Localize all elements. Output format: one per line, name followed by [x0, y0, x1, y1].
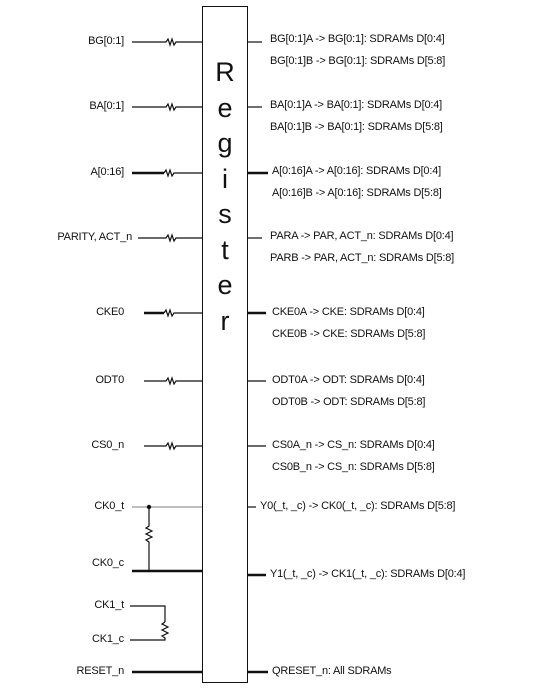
input-label-ck1-c: CK1_c [91, 633, 124, 645]
output-label-bg-a: BG[0:1]A -> BG[0:1]: SDRAMs D[0:4] [270, 33, 445, 45]
parity-input-wire [138, 233, 202, 243]
output-label-y0: Y0(_t, _c) -> CK0(_t, _c): SDRAMs D[5:8] [260, 500, 456, 512]
ck1-t-wire [130, 605, 166, 622]
input-label-bg: BG[0:1] [88, 35, 124, 47]
output-label-parity-a: PARA -> PAR, ACT_n: SDRAMs D[0:4] [270, 230, 454, 242]
output-label-ba-a: BA[0:1]A -> BA[0:1]: SDRAMs D[0:4] [270, 99, 443, 111]
input-label-parity: PARITY, ACT_n [57, 231, 132, 243]
cs-input-wire [144, 441, 202, 451]
output-label-bg-b: BG[0:1]B -> BG[0:1]: SDRAMs D[5:8] [270, 55, 446, 67]
input-label-ck0-t: CK0_t [94, 500, 124, 512]
a-input-resistor [163, 168, 202, 178]
odt-input-wire [144, 376, 202, 386]
output-label-parity-b: PARB -> PAR, ACT_n: SDRAMs D[5:8] [270, 252, 455, 264]
ck1-termination [130, 621, 170, 641]
input-label-reset: RESET_n [76, 665, 124, 677]
ba-input-wire [132, 102, 202, 112]
register-letter: r [220, 305, 230, 336]
register-title: R e g i s t e r [203, 55, 247, 339]
bg-input-wire [132, 37, 202, 47]
output-label-odt-a: ODT0A -> ODT: SDRAMs D[0:4] [272, 374, 425, 386]
output-label-cs-a: CS0A_n -> CS_n: SDRAMs D[0:4] [272, 439, 435, 451]
output-label-cke-a: CKE0A -> CKE: SDRAMs D[0:4] [272, 306, 425, 318]
input-label-ck0-c: CK0_c [91, 557, 124, 569]
register-letter: g [217, 128, 233, 158]
input-label-ck1-t: CK1_t [94, 599, 124, 611]
output-label-a-b: A[0:16]B -> A[0:16]: SDRAMs D[5:8] [272, 187, 442, 199]
register-letter: s [218, 199, 232, 229]
output-label-cs-b: CS0B_n -> CS_n: SDRAMs D[5:8] [272, 461, 435, 473]
register-letter: R [215, 57, 235, 87]
output-label-cke-b: CKE0B -> CKE: SDRAMs D[5:8] [272, 328, 426, 340]
ck0-termination [144, 507, 154, 571]
output-label-y1: Y1(_t, _c) -> CK1(_t, _c): SDRAMs D[0:4] [270, 568, 466, 580]
register-letter: t [221, 234, 229, 265]
register-letter: i [222, 163, 228, 194]
register-letter: e [217, 92, 233, 123]
input-label-odt: ODT0 [95, 374, 124, 386]
input-label-a: A[0:16] [90, 166, 125, 178]
output-label-a-a: A[0:16]A -> A[0:16]: SDRAMs D[0:4] [272, 165, 441, 177]
register-letter: e [217, 270, 233, 300]
register-block: R e g i s t e r [202, 6, 248, 683]
input-label-cke: CKE0 [96, 306, 124, 318]
cke-input-resistor [163, 308, 202, 318]
input-label-ba: BA[0:1] [89, 100, 124, 112]
input-label-cs: CS0_n [91, 439, 124, 451]
output-label-ba-b: BA[0:1]B -> BA[0:1]: SDRAMs D[5:8] [270, 121, 443, 133]
output-label-odt-b: ODT0B -> ODT: SDRAMs D[5:8] [272, 396, 426, 408]
output-label-reset: QRESET_n: All SDRAMs [272, 665, 392, 677]
ck0-junction-dot [146, 504, 152, 510]
